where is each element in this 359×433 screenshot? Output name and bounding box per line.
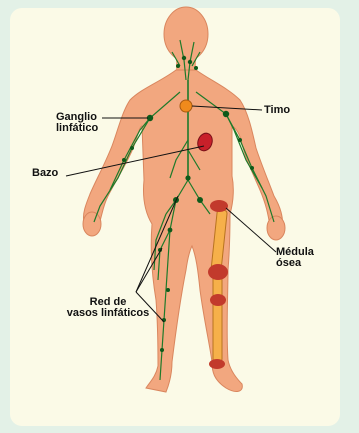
label-bazo: Bazo xyxy=(32,168,58,179)
label-timo: Timo xyxy=(264,105,290,116)
thymus-organ xyxy=(180,100,192,112)
label-ganglio-linfatico: Ganglio linfático xyxy=(56,112,98,134)
label-red-de-vasos-linfaticos: Red de vasos linfáticos xyxy=(58,297,158,319)
label-medula-osea: Médula ósea xyxy=(276,247,314,269)
